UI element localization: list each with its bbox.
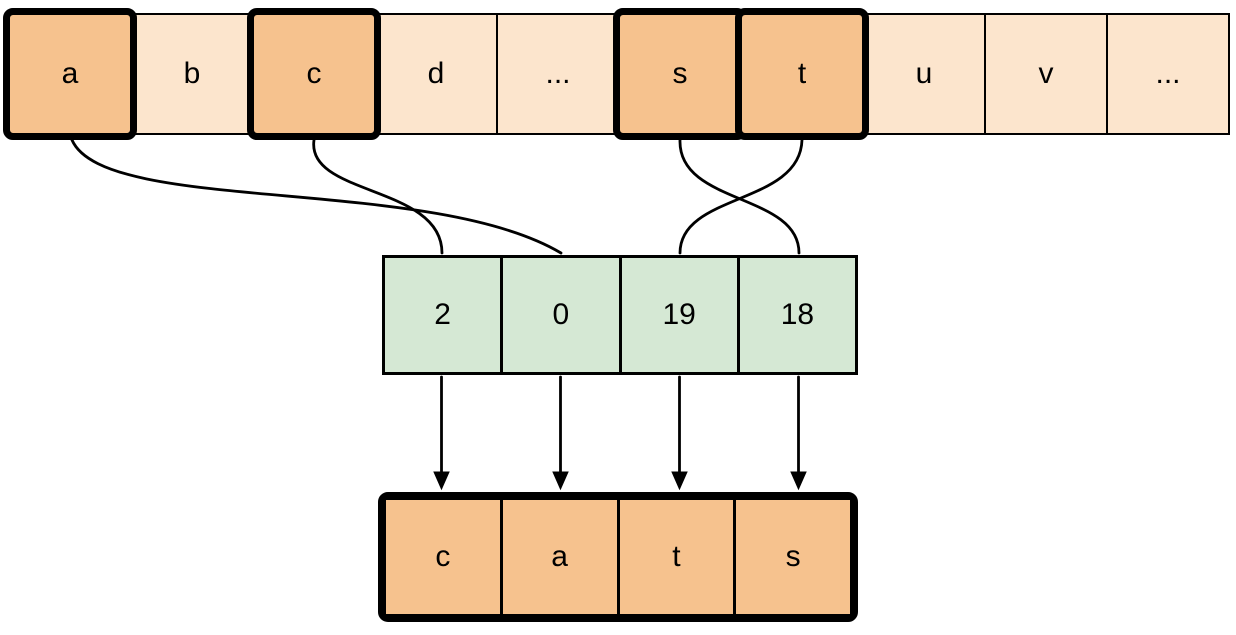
word-cell-a: a	[502, 500, 620, 614]
index-cell-2: 2	[385, 258, 504, 372]
alphabet-cell-v: v	[984, 13, 1108, 135]
word-cell-c: c	[386, 500, 503, 614]
index-cell-0: 0	[503, 258, 622, 372]
alphabet-cell-u: u	[862, 13, 986, 135]
arrow-head-3	[671, 471, 688, 491]
curve-a-to-0	[70, 138, 563, 255]
index-cell-19: 19	[621, 258, 740, 372]
alphabet-cell-s: s	[613, 8, 747, 140]
word-cell-t: t	[619, 500, 737, 614]
arrow-head-4	[790, 471, 807, 491]
curve-s-to-18	[678, 138, 801, 255]
alphabet-cell-c: c	[247, 8, 381, 140]
word-cell-s: s	[736, 500, 850, 614]
curve-c-to-2	[312, 138, 444, 255]
alphabet-cell-b: b	[130, 13, 254, 135]
alphabet-cell-ellipsis-2: ...	[1106, 13, 1230, 135]
index-row: 2 0 19 18	[382, 255, 858, 375]
word-row: c a t s	[378, 492, 858, 622]
alphabet-cell-a: a	[3, 8, 137, 140]
alphabet-cell-t: t	[735, 8, 869, 140]
curve-t-to-19	[678, 138, 804, 255]
alphabet-cell-ellipsis-1: ...	[496, 13, 620, 135]
alphabet-cell-d: d	[374, 13, 498, 135]
index-cell-18: 18	[739, 258, 855, 372]
arrow-head-2	[552, 471, 569, 491]
arrow-head-1	[433, 471, 450, 491]
